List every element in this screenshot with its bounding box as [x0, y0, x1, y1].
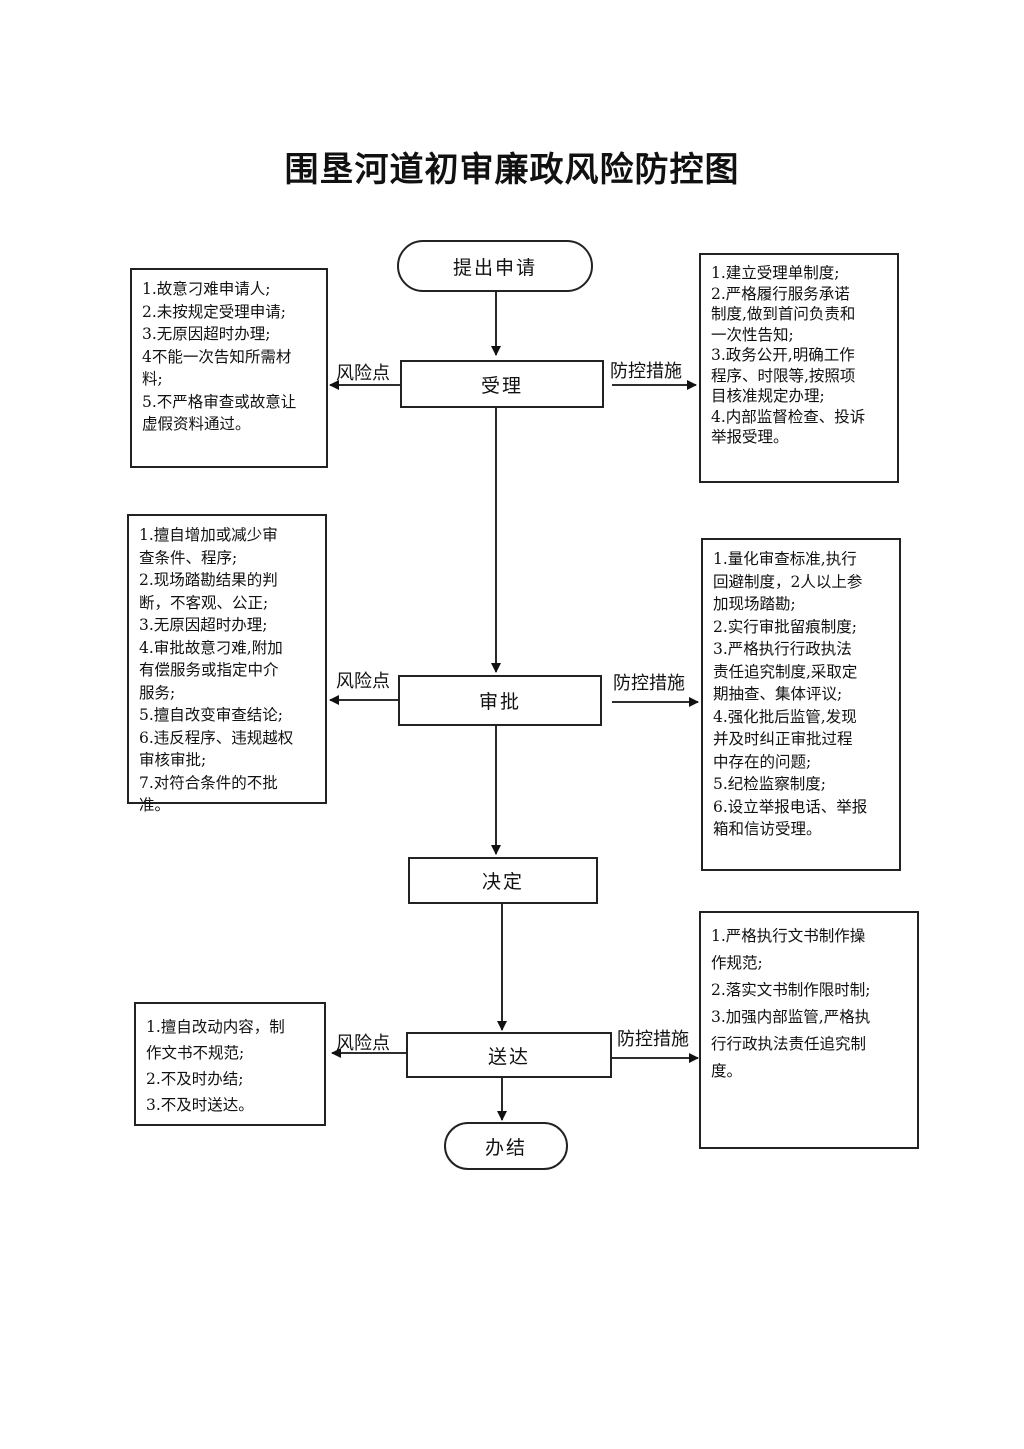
control-item: 中存在的问题;	[713, 752, 812, 771]
stage-accept: 受理	[400, 360, 604, 408]
risk-item: 有偿服务或指定中介	[139, 661, 279, 679]
control-item: 程序、时限等,按照项	[711, 366, 856, 385]
risk-item: 2.现场踏勘结果的判	[139, 571, 278, 589]
risk-item: 1.擅自增加或减少审	[139, 526, 278, 544]
risk-item: 4.审批故意刁难,附加	[139, 638, 283, 657]
control-item: 3.政务公开,明确工作	[711, 346, 855, 364]
control-item: 3.严格执行行政执法	[713, 640, 852, 658]
risk-item: 4不能一次告知所需材	[142, 347, 292, 366]
control-item: 3.加强内部监管,严格执	[711, 1008, 871, 1026]
control-item: 并及时纠正审批过程	[713, 730, 853, 748]
risk-label-accept: 风险点	[336, 363, 390, 384]
risk-item: 1.擅自改动内容，制	[146, 1018, 285, 1036]
risk-item: 审核审批;	[139, 751, 207, 769]
control-item: 行行政执法责任追究制	[711, 1035, 867, 1053]
control-item: 1.建立受理单制度;	[711, 264, 840, 282]
control-box-deliver: 1.严格执行文书制作操 作规范; 2.落实文书制作限时制; 3.加强内部监管,严…	[699, 911, 919, 1149]
risk-item: 2.不及时办结;	[146, 1070, 244, 1088]
risk-item: 查条件、程序;	[139, 548, 238, 567]
control-item: 4.内部监督检查、投诉	[711, 407, 866, 426]
control-item: 2.严格履行服务承诺	[711, 284, 850, 303]
control-label-accept: 防控措施	[610, 361, 682, 382]
control-item: 制度,做到首问负责和	[711, 305, 856, 323]
control-item: 6.设立举报电话、举报	[713, 797, 868, 816]
risk-item: 准。	[139, 796, 171, 814]
stage-approve: 审批	[398, 675, 602, 726]
risk-item: 7.对符合条件的不批	[139, 773, 278, 792]
risk-item: 作文书不规范;	[146, 1044, 245, 1062]
control-item: 1.量化审查标准,执行	[713, 550, 857, 568]
control-item: 期抽查、集体评议;	[713, 685, 843, 703]
control-item: 责任追究制度,采取定	[713, 662, 858, 681]
risk-box-approve: 1.擅自增加或减少审 查条件、程序; 2.现场踏勘结果的判 断，不客观、公正; …	[127, 514, 327, 814]
control-item: 举报受理。	[711, 428, 789, 446]
control-item: 4.强化批后监管,发现	[713, 707, 857, 726]
control-item: 目核准规定办理;	[711, 387, 825, 405]
control-label-deliver: 防控措施	[617, 1029, 689, 1050]
risk-item: 服务;	[139, 683, 176, 702]
risk-item: 5.擅自改变审查结论;	[139, 706, 284, 724]
control-item: 箱和信访受理。	[713, 820, 822, 838]
control-item: 回避制度，2人以上参	[713, 572, 863, 591]
control-item: 2.实行审批留痕制度;	[713, 617, 858, 636]
risk-item: 1.故意刁难申请人;	[142, 280, 271, 298]
control-item: 加现场踏勘;	[713, 595, 796, 613]
risk-label-deliver: 风险点	[336, 1033, 390, 1054]
risk-item: 3.不及时送达。	[146, 1096, 254, 1114]
control-box-approve: 1.量化审查标准,执行 回避制度，2人以上参 加现场踏勘; 2.实行审批留痕制度…	[701, 538, 901, 871]
control-item: 2.落实文书制作限时制;	[711, 981, 871, 999]
risk-label-approve: 风险点	[336, 671, 390, 692]
page-title: 围垦河道初审廉政风险防控图	[284, 150, 740, 190]
control-item: 1.严格执行文书制作操	[711, 927, 866, 945]
stage-start: 提出申请	[397, 240, 593, 292]
stage-deliver: 送达	[406, 1032, 612, 1078]
risk-item: 虚假资料通过。	[142, 415, 251, 433]
risk-item: 3.无原因超时办理;	[142, 325, 271, 343]
control-item: 作规范;	[711, 954, 763, 972]
risk-item: 5.不严格审查或故意让	[142, 392, 297, 411]
risk-item: 6.违反程序、违规越权	[139, 728, 294, 747]
control-item: 度。	[711, 1062, 743, 1080]
risk-item: 2.未按规定受理申请;	[142, 302, 287, 321]
stage-end: 办结	[444, 1122, 568, 1170]
control-box-accept: 1.建立受理单制度; 2.严格履行服务承诺 制度,做到首问负责和 一次性告知; …	[699, 253, 899, 483]
risk-item: 断，不客观、公正;	[139, 593, 269, 612]
risk-item: 料;	[142, 370, 163, 388]
risk-item: 3.无原因超时办理;	[139, 616, 268, 634]
risk-box-deliver: 1.擅自改动内容，制 作文书不规范; 2.不及时办结; 3.不及时送达。	[134, 1002, 326, 1126]
stage-decide: 决定	[408, 857, 598, 904]
control-label-approve: 防控措施	[613, 673, 685, 694]
control-item: 5.纪检监察制度;	[713, 775, 827, 793]
control-item: 一次性告知;	[711, 325, 794, 344]
risk-box-accept: 1.故意刁难申请人; 2.未按规定受理申请; 3.无原因超时办理; 4不能一次告…	[130, 268, 328, 468]
